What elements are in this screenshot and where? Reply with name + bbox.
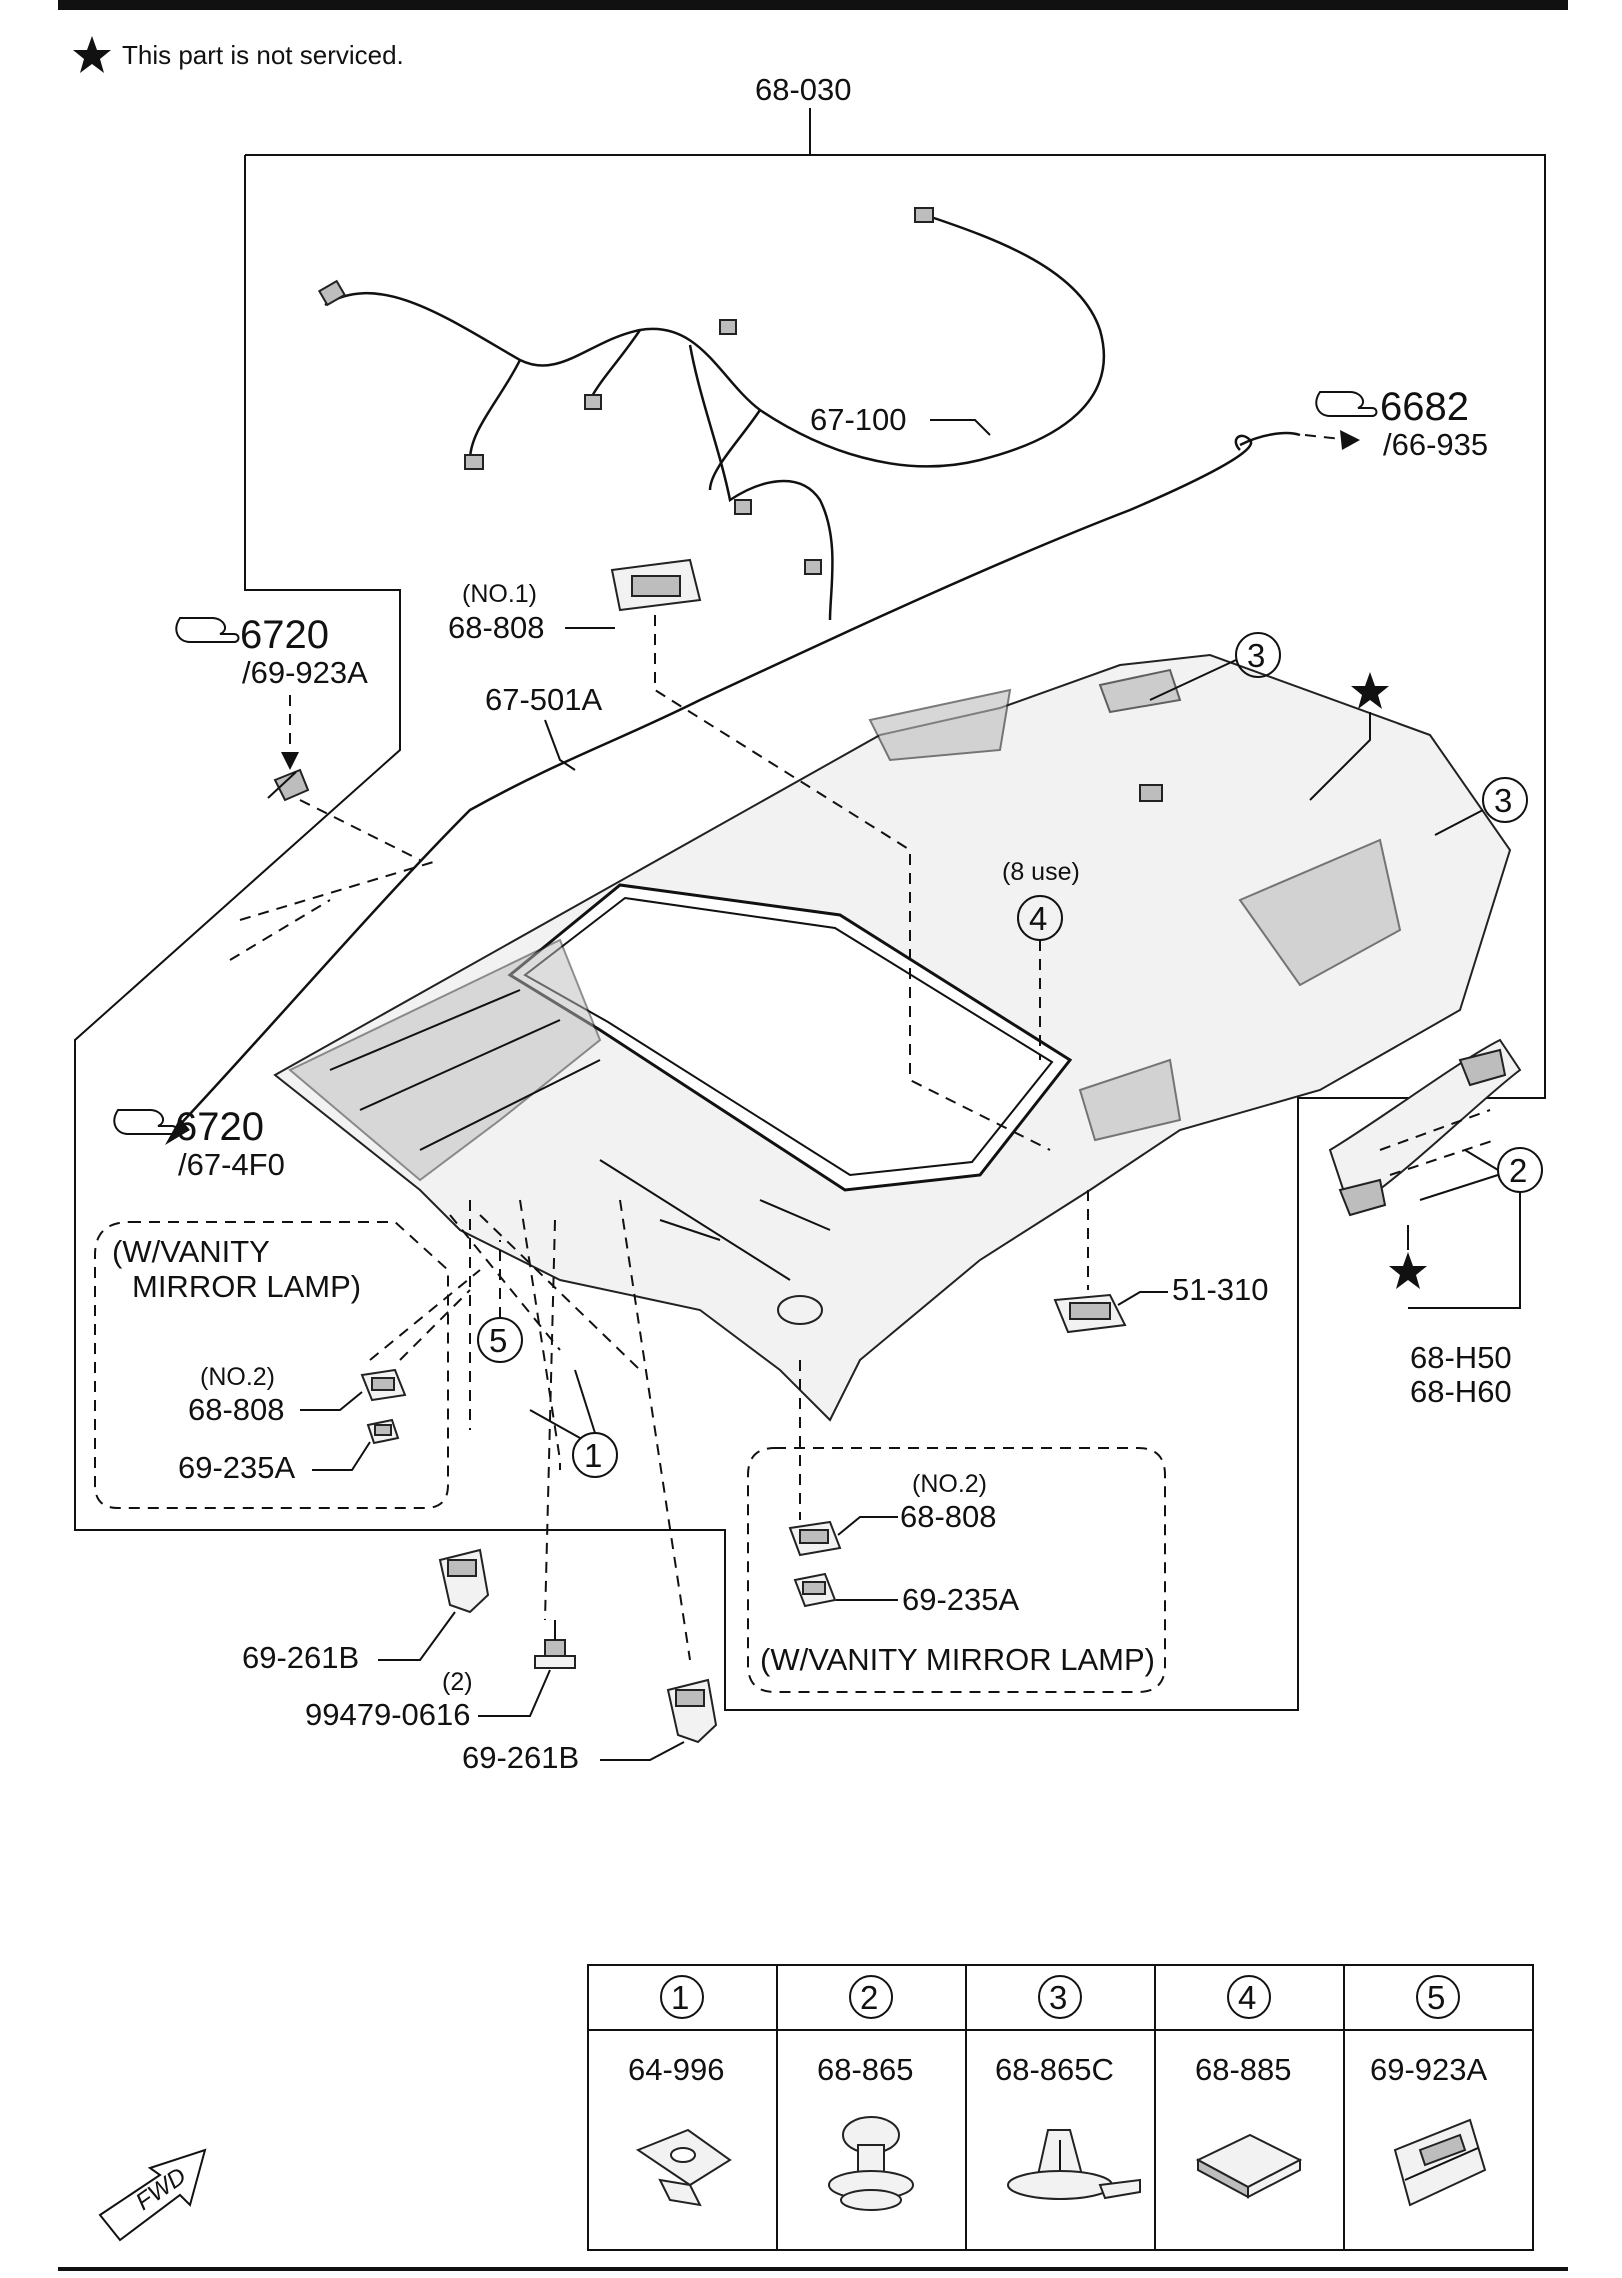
table-num-1: 1	[671, 1979, 689, 2016]
callout-lens-left: 69-235A	[178, 1450, 296, 1485]
table-num-2: 2	[860, 1979, 878, 2016]
ref-right-num: 6682	[1380, 385, 1469, 429]
ref-right-part: /66-935	[1383, 427, 1488, 462]
vanity-left-line1: (W/VANITY	[112, 1234, 270, 1269]
clip-nut-icon	[635, 2128, 732, 2207]
handle-lamp	[1053, 1293, 1127, 1334]
vanity-group-left	[94, 1221, 449, 1509]
callout-lens-right: 69-235A	[902, 1582, 1020, 1617]
callout-cable: 67-501A	[485, 682, 603, 717]
table-col-5: 5 69-923A	[1370, 1975, 1488, 2207]
svg-text:4: 4	[1029, 900, 1047, 937]
map-lamp-no1	[610, 558, 702, 612]
table-part-3: 68-865C	[995, 2052, 1114, 2087]
fwd-label: FWD	[131, 2162, 191, 2215]
callout-handle-lamp: 51-310	[1172, 1272, 1269, 1307]
svg-text:2: 2	[1509, 1152, 1527, 1189]
vanity-left-line2: MIRROR LAMP)	[132, 1269, 361, 1304]
marker-3a: 3	[1149, 632, 1281, 701]
small-clip-part	[267, 768, 310, 802]
marker-3b: 3	[1434, 777, 1528, 836]
callout-lamp-no1: 68-808	[448, 610, 545, 645]
pointing-hand-icon-right	[1315, 391, 1378, 417]
svg-text:5: 5	[489, 1322, 507, 1359]
ref-upper-left-num: 6720	[240, 613, 329, 657]
table-col-2: 2 68-865	[817, 1975, 914, 2211]
pad-icon	[1195, 2133, 1303, 2199]
table-part-5: 69-923A	[1370, 2052, 1488, 2087]
svg-text:3: 3	[1247, 637, 1265, 674]
push-fastener-icon	[828, 2116, 914, 2211]
callout-use-qty: (8 use)	[1002, 858, 1080, 886]
pointing-hand-icon-lower-left	[113, 1109, 178, 1135]
wire-harness	[317, 207, 1106, 621]
callout-grip-2: 68-H60	[1410, 1374, 1512, 1409]
table-col-1: 1 64-996	[628, 1975, 732, 2207]
callout-lamp-no2-qty: (NO.2)	[200, 1363, 275, 1391]
callout-lamp-no2-right: 68-808	[900, 1499, 997, 1534]
table-col-4: 4 68-885	[1195, 1975, 1303, 2199]
assist-grip	[1328, 1038, 1522, 1217]
vanity-right: (W/VANITY MIRROR LAMP)	[760, 1642, 1155, 1677]
clip-bottom-part	[666, 1678, 718, 1744]
vanity-lamp-left	[360, 1368, 407, 1445]
clip-left-part	[438, 1548, 490, 1614]
marker-1: 1	[529, 1369, 618, 1478]
fwd-arrow-icon: FWD	[98, 2148, 207, 2242]
marker-4: 4	[1017, 895, 1063, 1060]
callout-clip-left: 69-261B	[242, 1640, 359, 1675]
retainer-clip-icon	[1007, 2129, 1141, 2200]
callout-lamp-no2: 68-808	[188, 1392, 285, 1427]
callout-lamp-no1-qty: (NO.1)	[462, 580, 537, 608]
marker-2: 2	[1408, 1147, 1543, 1309]
cable	[165, 431, 1301, 1145]
pointing-hand-icon-upper-left	[175, 617, 240, 643]
header-note: This part is not serviced.	[122, 40, 404, 70]
table-part-2: 68-865	[817, 2052, 914, 2087]
table-col-3: 3 68-865C	[995, 1975, 1141, 2200]
star-icon-rear	[1309, 672, 1389, 801]
svg-text:1: 1	[584, 1437, 602, 1474]
callout-bolt: 99479-0616	[305, 1697, 471, 1732]
top-rule	[58, 0, 1568, 10]
callout-harness: 67-100	[810, 402, 907, 437]
table-part-4: 68-885	[1195, 2052, 1292, 2087]
ref-lower-left-num: 6720	[175, 1105, 264, 1149]
star-icon	[73, 36, 111, 73]
parts-table	[587, 1964, 1534, 2251]
bolt-part	[534, 1620, 576, 1669]
callout-clip-bottom: 69-261B	[462, 1740, 579, 1775]
vanity-lamp-right	[788, 1520, 842, 1608]
star-icon-grip	[1389, 1225, 1427, 1289]
callout-main-assembly: 68-030	[755, 72, 852, 107]
bottom-rule	[58, 2267, 1568, 2271]
callout-bolt-qty: (2)	[442, 1668, 473, 1696]
table-num-5: 5	[1427, 1979, 1445, 2016]
callout-lamp-no2-right-qty: (NO.2)	[912, 1470, 987, 1498]
table-part-1: 64-996	[628, 2052, 725, 2087]
headliner-panel	[273, 653, 1512, 1422]
table-num-3: 3	[1049, 1979, 1067, 2016]
table-num-4: 4	[1238, 1979, 1256, 2016]
assembly-outline	[74, 154, 1546, 1711]
bracket-clip-icon	[1393, 2118, 1487, 2207]
ref-lower-left-part: /67-4F0	[178, 1147, 285, 1182]
callout-grip-1: 68-H50	[1410, 1340, 1512, 1375]
marker-5: 5	[477, 1240, 523, 1363]
svg-text:3: 3	[1494, 782, 1512, 819]
ref-upper-left-part: /69-923A	[242, 655, 368, 690]
